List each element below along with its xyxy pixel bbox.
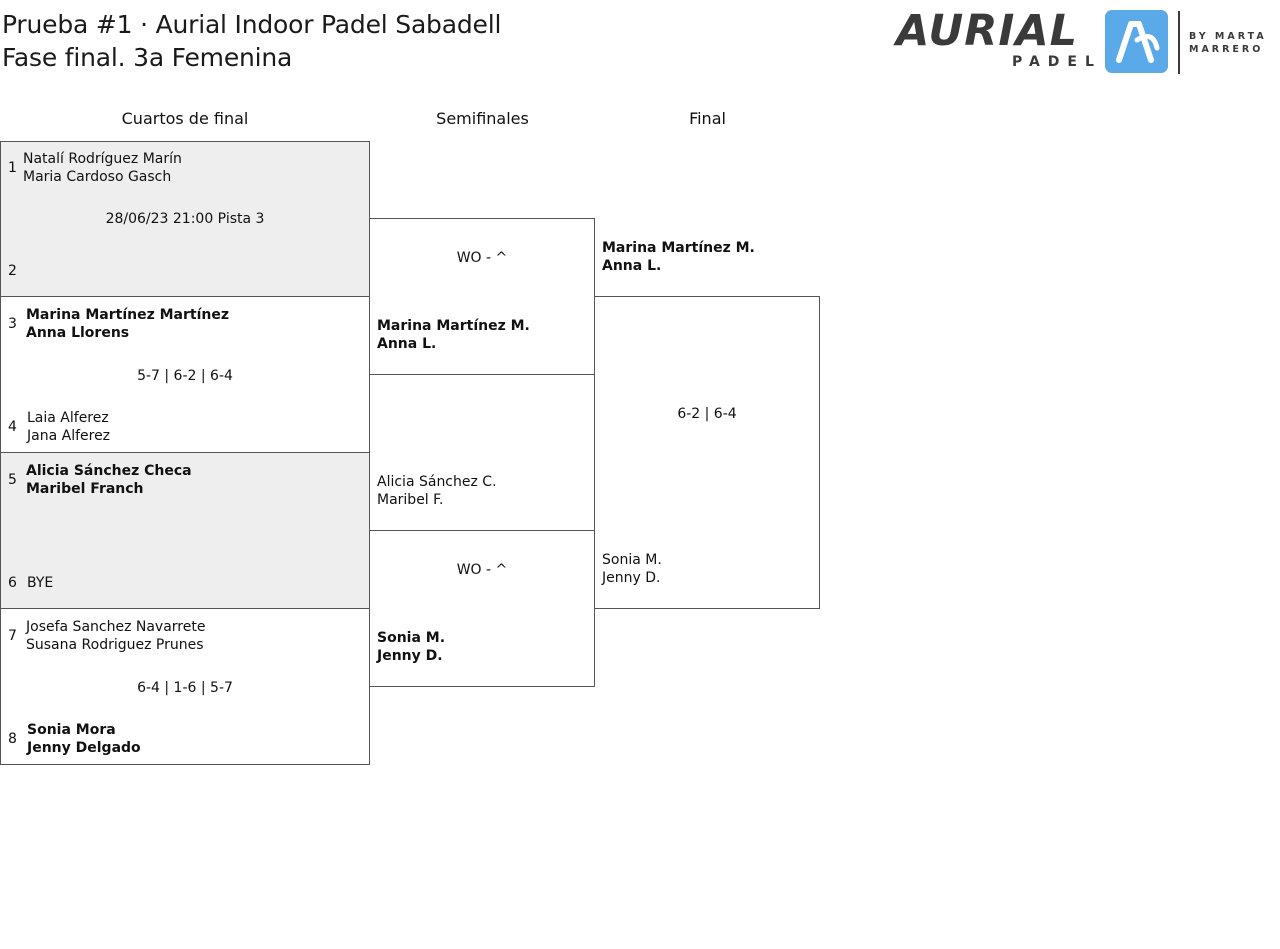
player-name: Maribel F. — [377, 492, 444, 508]
round-header-quarters: Cuartos de final — [121, 109, 249, 128]
seed-number: 4 — [8, 419, 17, 435]
title-line-2: Fase final. 3a Femenina — [2, 43, 293, 72]
seed-number: 8 — [8, 731, 17, 747]
player-name: Marina Martínez M. — [377, 318, 530, 334]
round-header-final: Final — [689, 109, 726, 128]
player-name: Anna L. — [602, 258, 662, 274]
player-name: Alicia Sánchez Checa — [26, 463, 192, 479]
player-name: Jenny D. — [377, 648, 443, 664]
match-info: 28/06/23 21:00 Pista 3 — [105, 211, 265, 227]
player-name: Anna L. — [377, 336, 437, 352]
logo-word: AURIAL — [896, 6, 1079, 56]
logo-by-text: BY MARTA MARRERO — [1189, 30, 1267, 56]
quarterfinal-match-2[interactable]: 3 Marina Martínez Martínez Anna Llorens … — [0, 296, 370, 453]
logo-by-line-1: BY MARTA — [1189, 31, 1267, 42]
player-name: Jenny D. — [602, 570, 661, 586]
seed-number: 2 — [8, 263, 17, 279]
match-score: WO - ^ — [456, 250, 508, 266]
title-line-1: Prueba #1 · Aurial Indoor Padel Sabadell — [2, 10, 502, 39]
bye-label: BYE — [27, 575, 54, 591]
logo-mark-icon — [1105, 10, 1168, 73]
logo-separator — [1178, 11, 1180, 74]
player-name: Josefa Sanchez Navarrete — [26, 619, 206, 635]
quarterfinal-match-3[interactable]: 5 Alicia Sánchez Checa Maribel Franch 6 … — [0, 452, 370, 609]
seed-number: 7 — [8, 628, 17, 644]
aurial-logo: AURIAL PADEL BY MARTA MARRERO — [896, 8, 1274, 78]
quarterfinal-match-1[interactable]: 1 Natalí Rodríguez Marín Maria Cardoso G… — [0, 141, 370, 297]
seed-number: 3 — [8, 316, 17, 332]
match-score: 6-2 | 6-4 — [677, 406, 737, 422]
player-name: Jana Alferez — [27, 428, 111, 444]
match-score: 6-4 | 1-6 | 5-7 — [137, 680, 233, 696]
player-name: Natalí Rodríguez Marín — [23, 151, 182, 167]
player-name: Susana Rodriguez Prunes — [26, 637, 204, 653]
player-name: Marina Martínez M. — [602, 240, 755, 256]
logo-sub: PADEL — [1012, 54, 1102, 70]
player-name: Sonia M. — [377, 630, 446, 646]
player-name: Maribel Franch — [26, 481, 144, 497]
player-name: Jenny Delgado — [27, 740, 141, 756]
logo-by-line-2: MARRERO — [1189, 44, 1264, 55]
player-name: Laia Alferez — [27, 410, 109, 426]
semifinal-match-2[interactable]: WO - ^ Sonia M. Jenny D. — [369, 530, 595, 687]
player-name: Maria Cardoso Gasch — [23, 169, 172, 185]
player-name: Sonia M. — [602, 552, 662, 568]
page-title: Prueba #1 · Aurial Indoor Padel Sabadell… — [2, 8, 501, 74]
match-score: WO - ^ — [456, 562, 508, 578]
quarterfinal-match-4[interactable]: 7 Josefa Sanchez Navarrete Susana Rodrig… — [0, 608, 370, 765]
player-name: Anna Llorens — [26, 325, 130, 341]
seed-number: 6 — [8, 575, 17, 591]
semifinal-match-1[interactable]: WO - ^ Marina Martínez M. Anna L. — [369, 218, 595, 375]
seed-number: 1 — [8, 160, 17, 176]
player-name: Marina Martínez Martínez — [26, 307, 230, 323]
seed-number: 5 — [8, 472, 17, 488]
player-name: Alicia Sánchez C. — [377, 474, 497, 490]
player-name: Sonia Mora — [27, 722, 116, 738]
round-header-semis: Semifinales — [436, 109, 529, 128]
match-score: 5-7 | 6-2 | 6-4 — [137, 368, 233, 384]
final-match[interactable]: 6-2 | 6-4 Sonia M. Jenny D. — [594, 296, 820, 609]
